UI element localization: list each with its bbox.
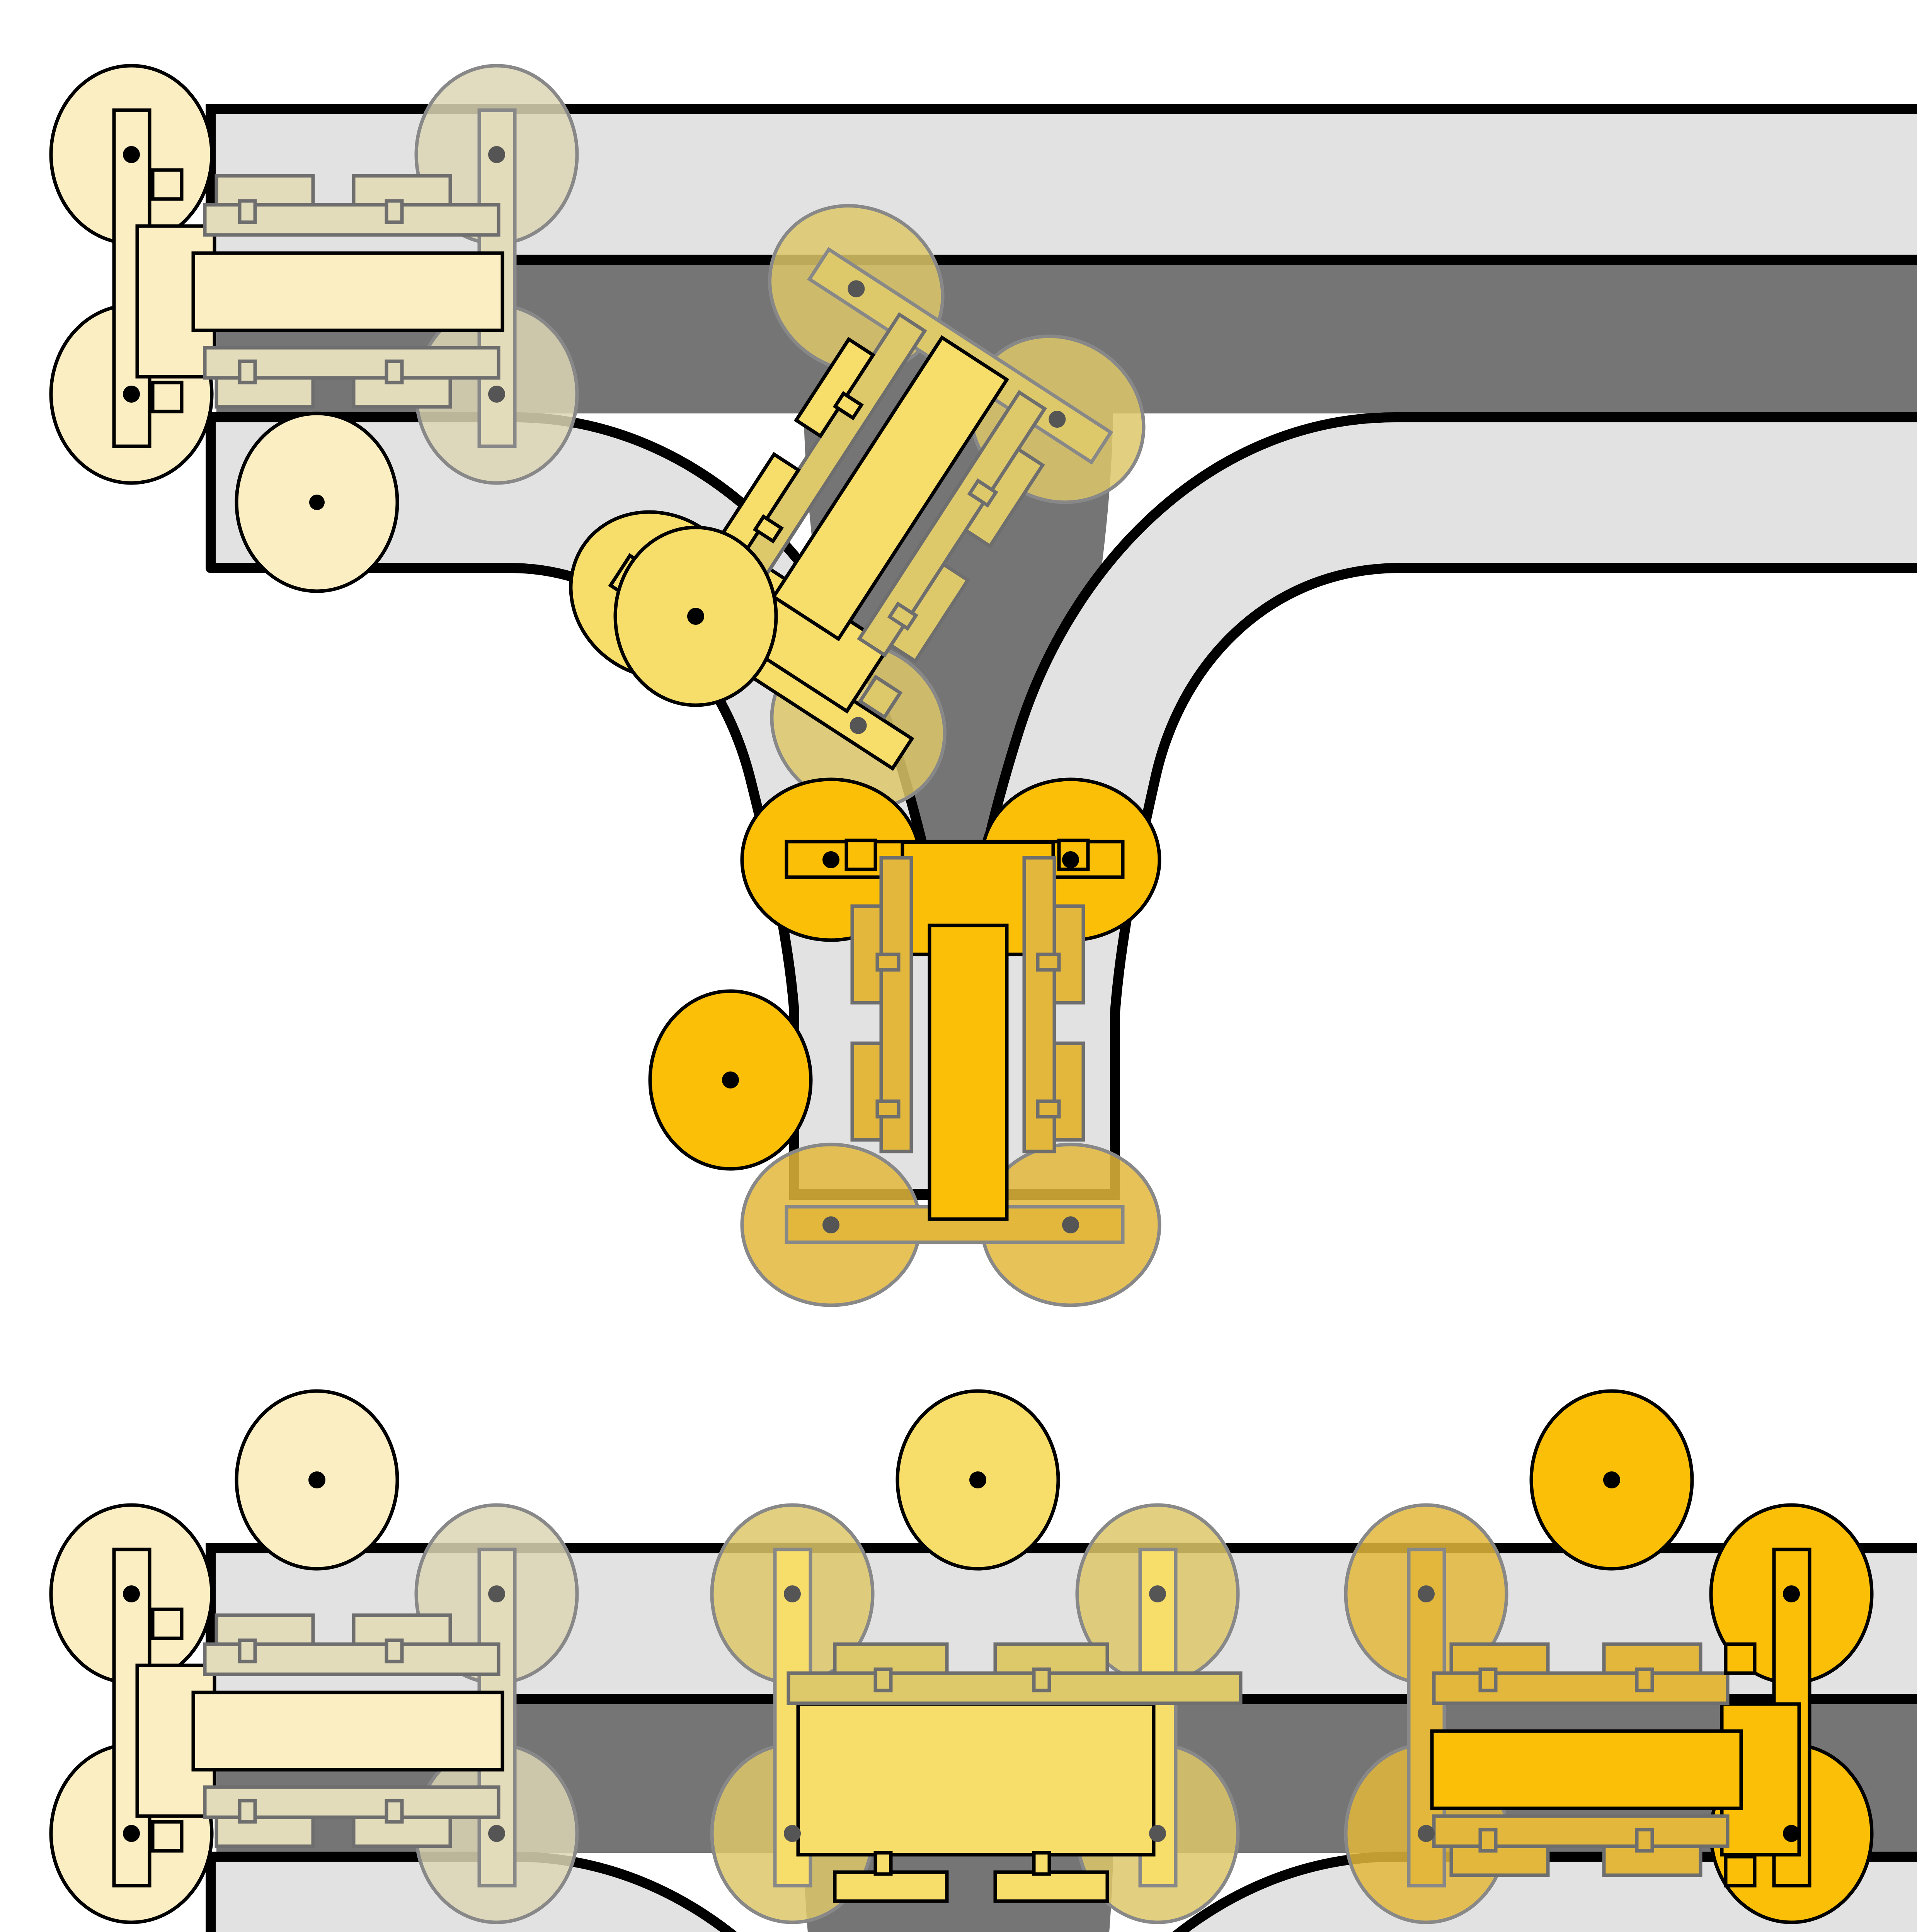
roller-spare — [235, 412, 399, 593]
roller-spare — [896, 1389, 1060, 1571]
pad-lower-1-stem — [1036, 1099, 1061, 1119]
chassis-body — [135, 224, 216, 379]
hub-top-right — [1149, 1585, 1166, 1602]
tab-upper — [844, 838, 877, 871]
hub-top-right — [822, 851, 839, 868]
hub-bottom-right — [1049, 411, 1066, 428]
pad-rail-lower — [1022, 856, 1056, 1153]
pad-lower-1 — [888, 562, 970, 664]
pad-upper-2-stem — [833, 391, 864, 420]
pad-rail-upper — [1432, 1671, 1730, 1705]
pad-lower-2-stem — [1036, 952, 1061, 972]
hub-bottom-right — [1149, 1825, 1166, 1842]
carriage-pose-2-top[interactable] — [539, 173, 1175, 842]
hub-bottom-left — [850, 717, 867, 734]
pad-upper-2-stem — [875, 952, 901, 972]
pad-upper-1-stem — [238, 199, 257, 224]
pad-lower-1-stem — [238, 1799, 257, 1824]
hub-top-left — [784, 1585, 801, 1602]
carriage-pose-1-bottom[interactable] — [49, 1389, 579, 1924]
pad-lower-1 — [215, 1815, 315, 1848]
pad-lower-2-stem — [967, 478, 998, 508]
hub-top-left — [822, 1216, 839, 1233]
hub-top-right — [848, 280, 865, 298]
hub-top-left — [123, 146, 140, 163]
tab-lower — [151, 1820, 184, 1853]
panel-top — [49, 64, 1917, 1307]
roller-spare — [235, 1389, 399, 1571]
roller-spare — [1529, 1389, 1694, 1571]
carriage-pose-2-bottom[interactable] — [710, 1389, 1243, 1924]
pad-lower-1-stem — [1478, 1828, 1498, 1853]
tab-upper — [151, 168, 184, 201]
tab-lower — [151, 381, 184, 413]
pad-rail-lower — [1432, 1814, 1730, 1848]
hub-top-left — [1418, 1585, 1435, 1602]
pad-upper-1-stem — [873, 1667, 893, 1692]
pad-lower-1 — [1052, 1041, 1085, 1142]
pad-upper-1 — [1449, 1642, 1550, 1675]
tab-upper — [1724, 1642, 1757, 1675]
pad-upper-2-stem — [1032, 1667, 1051, 1692]
pad-rail-lower — [857, 390, 1047, 658]
pad-upper-2-stem — [1635, 1667, 1654, 1692]
pad-lower-2-stem — [385, 359, 404, 384]
hub-bottom-right — [1062, 851, 1079, 868]
pad-upper-2 — [352, 1613, 452, 1646]
pad-upper-1-stem — [1478, 1667, 1498, 1692]
pad-lower-1-stem — [238, 359, 257, 384]
tab-upper — [151, 1607, 184, 1640]
pad-lower-1 — [215, 376, 315, 409]
pad-rail-upper — [787, 1671, 1243, 1705]
hub-bottom-left — [123, 1825, 140, 1842]
carriage-pose-3-bottom[interactable] — [1344, 1389, 1874, 1924]
chassis-arm — [191, 1690, 504, 1772]
chassis-arm — [1430, 1729, 1743, 1810]
chassis-arm — [928, 923, 1009, 1221]
pad-upper-1 — [215, 174, 315, 207]
chassis-arm — [191, 251, 504, 332]
roller-spare-mid-top — [613, 526, 778, 707]
hub-bottom-right — [1783, 1825, 1800, 1842]
pad-lower-1 — [1449, 1844, 1550, 1877]
pad-lower-2-stem — [1635, 1828, 1654, 1853]
pad-upper-1 — [215, 1613, 315, 1646]
pad-lower-1 — [833, 1870, 949, 1903]
carriage-pose-3-top[interactable] — [740, 777, 1161, 1307]
chassis-body — [796, 1702, 1156, 1857]
hub-bottom-left — [1062, 1216, 1079, 1233]
pad-lower-1-stem — [887, 601, 918, 631]
pad-upper-2-stem — [385, 1638, 404, 1663]
pad-upper-1-stem — [238, 1638, 257, 1663]
pad-upper-2-stem — [385, 199, 404, 224]
panel-bottom — [49, 1389, 1917, 1932]
hub-top-right — [1783, 1585, 1800, 1602]
roller-spare-strong-top — [648, 989, 813, 1171]
pad-upper-1 — [833, 1642, 949, 1675]
hub-bottom-right — [488, 386, 505, 403]
pad-lower-2-stem — [1032, 1851, 1051, 1876]
pad-lower-2-stem — [385, 1799, 404, 1824]
pad-upper-1-stem — [752, 514, 784, 544]
chassis-arm — [771, 335, 1010, 641]
pad-upper-1 — [850, 1041, 883, 1142]
hub-bottom-left — [784, 1825, 801, 1842]
tab-lower — [858, 674, 903, 720]
pad-lower-2 — [993, 1870, 1109, 1903]
pad-upper-1-stem — [875, 1099, 901, 1119]
pad-lower-1-stem — [873, 1851, 893, 1876]
hub-top-right — [488, 1585, 505, 1602]
pad-rail-upper — [879, 856, 913, 1153]
carriage-pose-1-top[interactable] — [49, 64, 579, 593]
hub-top-right — [488, 146, 505, 163]
tab-lower — [1724, 1855, 1757, 1888]
hub-top-left — [123, 1585, 140, 1602]
hub-bottom-left — [1418, 1825, 1435, 1842]
hub-bottom-right — [488, 1825, 505, 1842]
pad-upper-2 — [993, 1642, 1109, 1675]
hub-bottom-left — [123, 386, 140, 403]
